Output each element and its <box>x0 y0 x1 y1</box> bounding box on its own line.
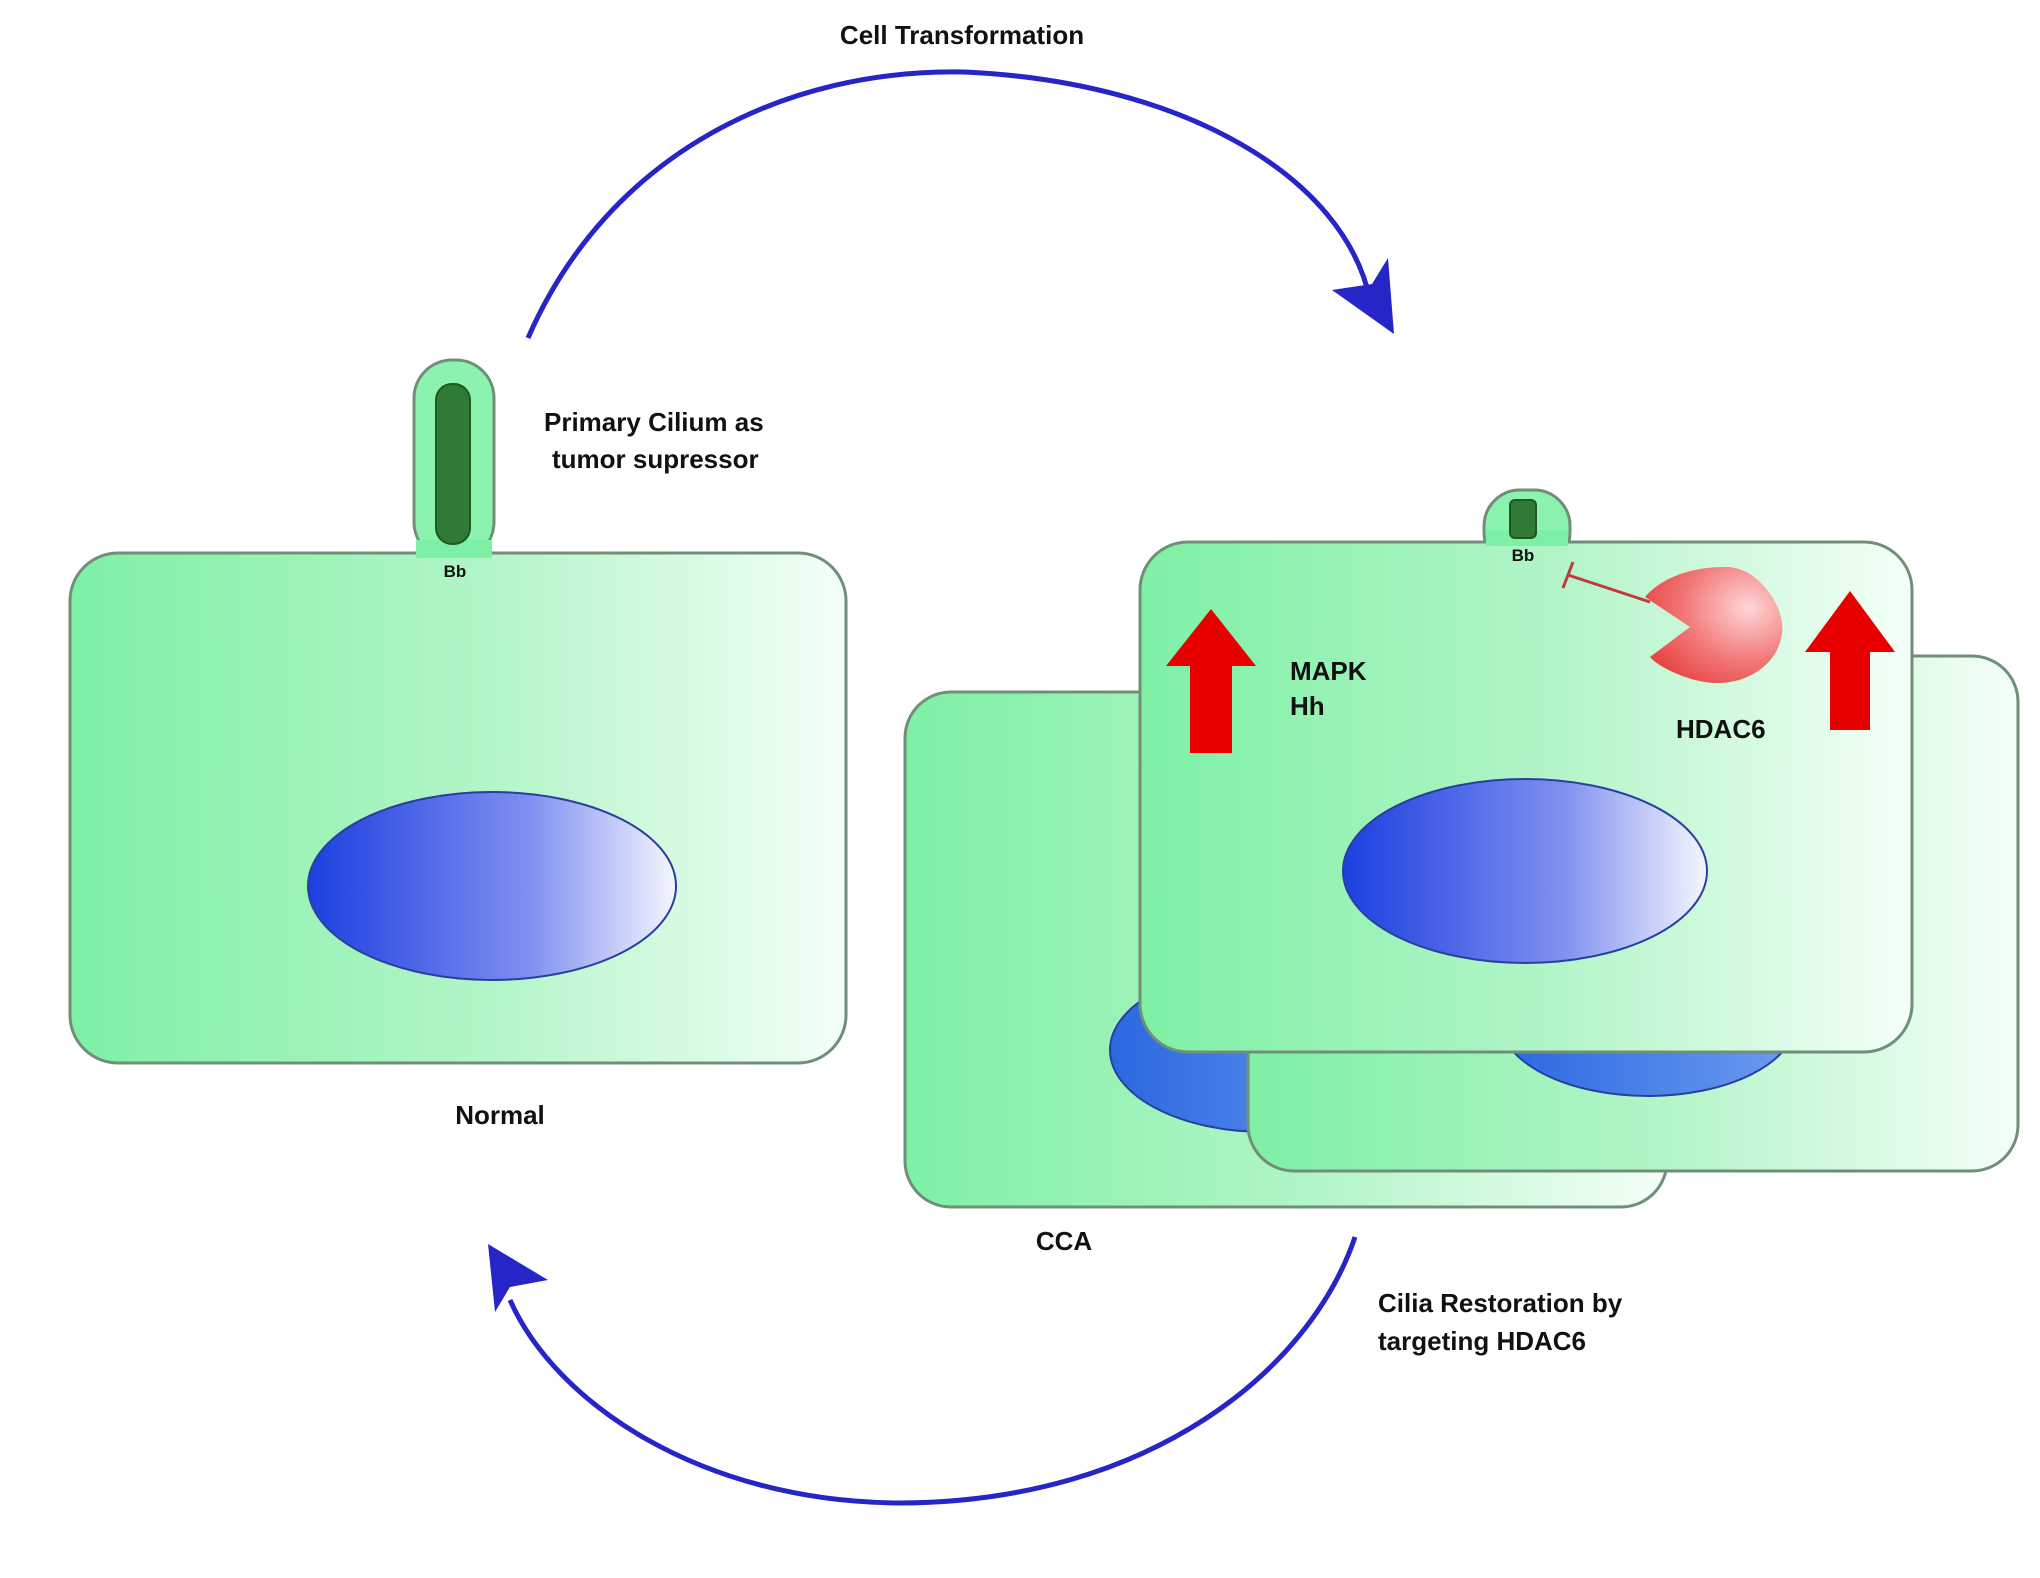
hdac6-upregulation-arrow-icon <box>1805 591 1895 730</box>
normal-basal-body-label: Bb <box>444 562 467 581</box>
normal-cilium-cover <box>416 540 492 558</box>
cca-front-nucleus <box>1342 778 1708 964</box>
cilia-restoration-label-line2: targeting HDAC6 <box>1378 1326 1586 1356</box>
hdac6-inhibition-line <box>1567 573 1651 604</box>
inhibition-bar-icon <box>1561 561 1575 589</box>
hdac6-label: HDAC6 <box>1676 714 1766 744</box>
cilium-note-line1: Primary Cilium as <box>544 407 764 437</box>
cilium-note-line2: tumor supressor <box>552 444 759 474</box>
cilia-restoration-arrow <box>507 1236 1358 1506</box>
cell-transformation-arrowhead <box>1332 258 1394 334</box>
cell-transformation-label: Cell Transformation <box>840 20 1084 50</box>
cilia-restoration-arrowhead <box>488 1244 548 1312</box>
normal-cell: Bb <box>68 358 848 1065</box>
cell-transformation-arrow <box>525 69 1373 340</box>
cca-shortened-cilium <box>1509 499 1537 539</box>
mapk-hh-upregulation-arrow-icon <box>1166 609 1256 753</box>
normal-nucleus <box>307 791 677 981</box>
cca-label: CCA <box>1036 1226 1093 1256</box>
pathways-label-line2: Hh <box>1290 691 1325 721</box>
cca-cell-cluster: Bb <box>903 488 2020 1209</box>
pathways-label-line1: MAPK <box>1290 656 1367 686</box>
cca-basal-body-label: Bb <box>1512 546 1535 565</box>
cilia-restoration-label-line1: Cilia Restoration by <box>1378 1288 1623 1318</box>
hdac6-enzyme-icon <box>1645 566 1783 684</box>
normal-label: Normal <box>455 1100 545 1130</box>
normal-primary-cilium <box>435 383 471 545</box>
